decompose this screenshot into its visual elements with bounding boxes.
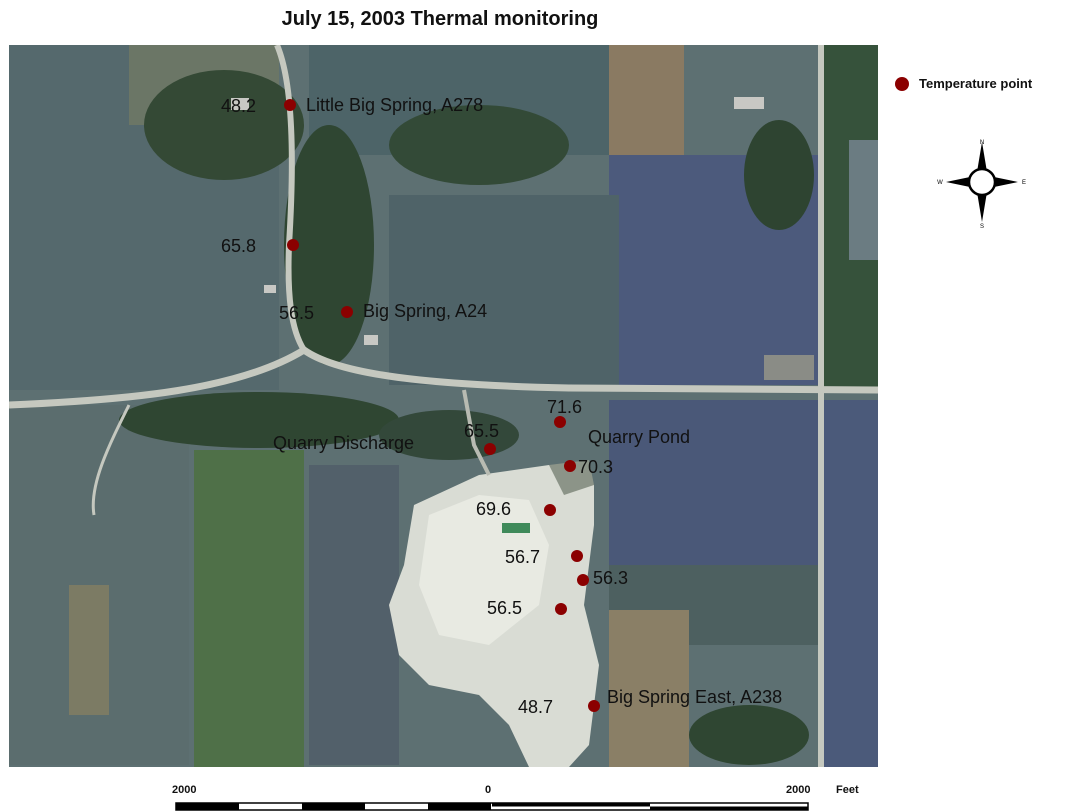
scale-bar: 2000 0 2000 Feet [160,784,880,812]
temp-point[interactable]: 65.5 Quarry Discharge [273,421,499,455]
trees-quarry-n [379,410,519,460]
site-name: Quarry Pond [588,427,690,447]
trees-north [389,105,569,185]
temperature-marker[interactable] [577,574,589,586]
building [734,97,764,109]
site-name: Quarry Discharge [273,433,414,453]
site-name: Big Spring, A24 [363,301,487,321]
scale-right-label: 2000 [786,784,811,796]
compass-needle-west [946,177,970,187]
temperature-value: 69.6 [476,499,511,519]
field-center-n [389,195,619,385]
compass-needle-north [977,142,987,172]
temp-point[interactable]: 70.3 Quarry Pond [564,427,690,477]
building [764,355,814,380]
site-name: Little Big Spring, A278 [306,95,483,115]
temp-point[interactable]: 48.2 Little Big Spring, A278 [221,95,483,116]
temperature-value: 56.7 [505,547,540,567]
building [364,335,378,345]
temp-point[interactable]: 65.8 [221,236,299,256]
compass-needle-south [977,192,987,222]
temperature-marker[interactable] [484,443,496,455]
quarry-pool [502,523,530,533]
driveway [91,404,131,516]
field-green-sw [194,450,304,767]
scale-unit-label: Feet [836,784,859,796]
aerial-map[interactable]: 48.2 Little Big Spring, A278 65.8 56.5 B… [9,45,878,767]
temperature-value: 56.5 [279,303,314,323]
field-brown-se [609,610,689,767]
map-title: July 15, 2003 Thermal monitoring [281,8,599,30]
temperature-value: 71.6 [547,397,582,417]
compass-w: W [937,180,943,186]
temperature-value: 56.5 [487,598,522,618]
scale-mid-label: 0 [485,784,492,796]
aerial-map-svg: 48.2 Little Big Spring, A278 65.8 56.5 B… [9,45,878,767]
compass-needle-east [994,177,1018,187]
temp-point[interactable]: 48.7 Big Spring East, A238 [518,687,782,717]
trees-se [689,705,809,765]
scale-bar-graphic [175,802,809,811]
temperature-value: 48.7 [518,697,553,717]
temperature-marker[interactable] [341,306,353,318]
temperature-marker[interactable] [287,239,299,251]
temperature-marker[interactable] [544,504,556,516]
trees-road [284,125,374,365]
field-grey-e [849,140,878,260]
temperature-marker[interactable] [555,603,567,615]
temp-point[interactable]: 56.5 Big Spring, A24 [279,301,487,323]
compass-n: N [980,140,984,146]
temperature-value: 65.8 [221,236,256,256]
scale-left-label: 2000 [172,784,197,796]
temp-point[interactable]: 56.5 [487,598,567,618]
temp-point[interactable]: 56.7 [505,547,583,567]
field-purple-e [824,400,878,767]
trees-ne [744,120,814,230]
temperature-value: 65.5 [464,421,499,441]
temperature-marker[interactable] [284,99,296,111]
building [264,285,276,293]
temp-point[interactable]: 56.3 [577,568,628,588]
temperature-value: 70.3 [578,457,613,477]
road-north [274,45,307,352]
legend-marker-icon [895,76,909,91]
field-s [309,465,399,765]
compass-s: S [980,224,984,230]
legend-label: Temperature point [919,76,1033,91]
trees-band [119,392,399,448]
temperature-marker[interactable] [571,550,583,562]
trees-nw [144,70,304,180]
field-brown-n [609,45,684,155]
temperature-marker[interactable] [554,416,566,428]
field-purple-se [609,400,819,565]
compass-rose-icon: N S W E [932,134,1032,230]
temperature-value: 48.2 [221,96,256,116]
compass-ring [967,167,997,197]
building [231,98,249,110]
temp-point[interactable]: 71.6 [547,397,582,428]
temperature-marker[interactable] [564,460,576,472]
field-strip [69,585,109,715]
compass-e: E [1022,180,1026,186]
legend: Temperature point [895,76,1032,91]
temperature-value: 56.3 [593,568,628,588]
site-name: Big Spring East, A238 [607,687,782,707]
quarry-road [462,389,491,476]
temperature-marker[interactable] [588,700,600,712]
temp-point[interactable]: 69.6 [476,499,556,519]
quarry-pond-area [549,460,594,495]
